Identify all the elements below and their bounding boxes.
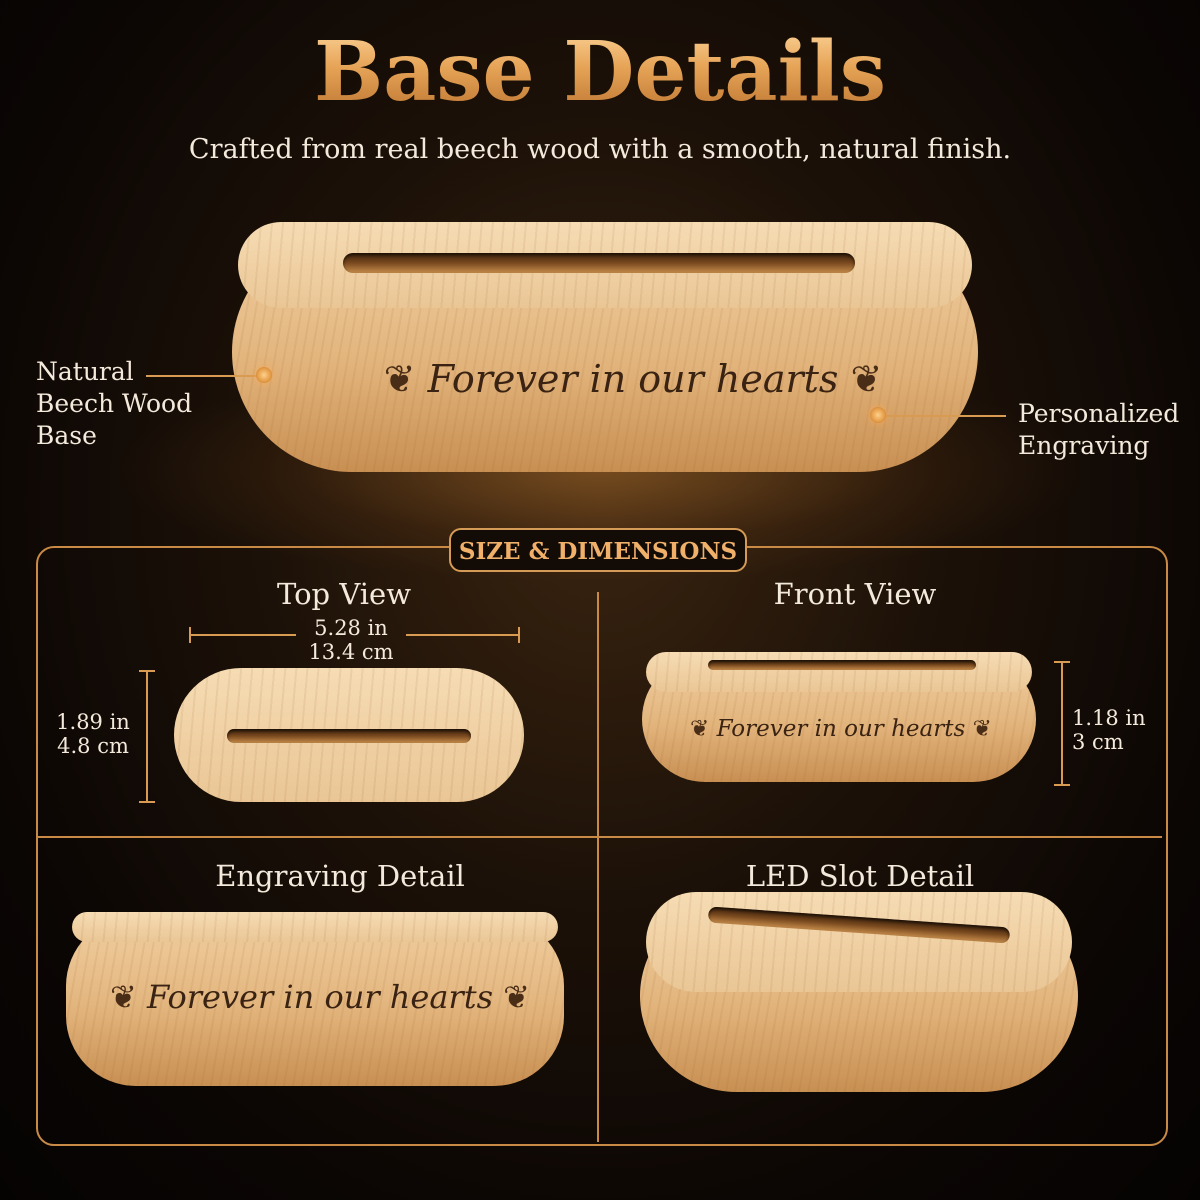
front-view-title: Front View: [773, 577, 937, 611]
page-title: Base Details: [0, 22, 1200, 122]
callout-dot-icon: [256, 367, 272, 383]
leaf-sprig-icon: ❦: [850, 357, 883, 401]
led-slot-detail-title: LED Slot Detail: [745, 859, 975, 893]
hero-engraving-text: Forever in our hearts: [427, 357, 839, 401]
panel-divider-horizontal: [38, 836, 1162, 838]
leaf-sprig-icon: ❦: [110, 978, 137, 1016]
callout-line-left: [146, 375, 258, 377]
page-subtitle: Crafted from real beech wood with a smoo…: [188, 134, 1012, 165]
callout-line-right: [886, 415, 1006, 417]
front-view-engraving-text: Forever in our hearts: [716, 716, 966, 742]
depth-dimension-line: [146, 670, 148, 802]
top-view-title: Top View: [276, 577, 412, 611]
callout-personalized-engraving: Personalized Engraving: [1018, 399, 1180, 460]
engraving-detail-text: Forever in our hearts: [146, 978, 493, 1016]
leaf-sprig-icon: ❦: [690, 716, 710, 742]
leaf-sprig-icon: ❦: [383, 357, 416, 401]
callout-dot-icon: [870, 407, 886, 423]
front-view-height: 1.18 in 3 cm: [1072, 706, 1146, 754]
leaf-sprig-icon: ❦: [503, 978, 530, 1016]
height-dimension-line: [1061, 661, 1063, 785]
size-dimensions-badge: SIZE & DIMENSIONS: [449, 528, 747, 572]
led-slot: [343, 253, 855, 273]
panel-divider-vertical: [597, 592, 599, 1142]
engraving-detail-title: Engraving Detail: [215, 859, 465, 893]
width-dimension-line: [190, 634, 296, 636]
leaf-sprig-icon: ❦: [972, 716, 992, 742]
hero-engraving: ❦ Forever in our hearts ❦: [378, 354, 888, 404]
top-view-width: 5.28 in 13.4 cm: [308, 616, 394, 664]
callout-natural-beech-wood: Natural Beech Wood Base: [36, 357, 193, 450]
top-view-depth: 1.89 in 4.8 cm: [56, 710, 130, 758]
